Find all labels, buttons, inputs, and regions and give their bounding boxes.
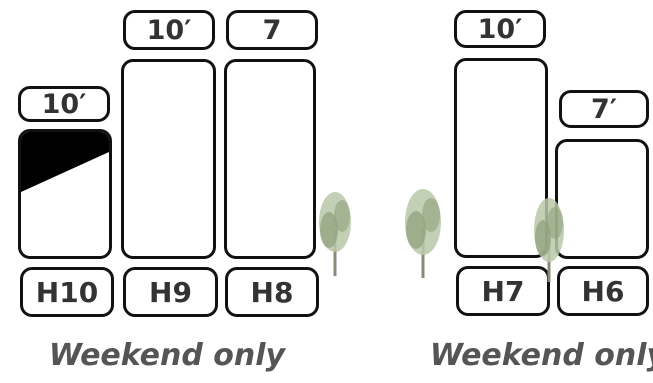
tree-icon [405,189,441,278]
size-label-h10: 10′ [18,86,110,122]
plot-h8[interactable] [224,59,316,259]
plot-h7[interactable] [454,58,548,258]
plot-h10[interactable] [18,129,112,259]
plot-h6[interactable] [555,139,649,259]
tree-icon [534,198,564,282]
plot-label-h9[interactable]: H9 [123,267,218,317]
size-label-h8: 7 [226,10,318,50]
plot-label-h6[interactable]: H6 [557,266,649,316]
size-label-h6: 7′ [559,90,649,128]
plot-h9[interactable] [121,59,216,259]
tree-icon [319,192,351,276]
plot-label-h7[interactable]: H7 [456,266,550,316]
caption-left: Weekend only [48,338,286,373]
plot-label-h8[interactable]: H8 [225,267,319,317]
plot-label-h10[interactable]: H10 [20,267,114,317]
size-label-h7: 10′ [454,10,546,48]
occupied-region [21,132,109,192]
caption-right: Weekend only [429,338,653,373]
size-label-h9: 10′ [123,10,215,50]
